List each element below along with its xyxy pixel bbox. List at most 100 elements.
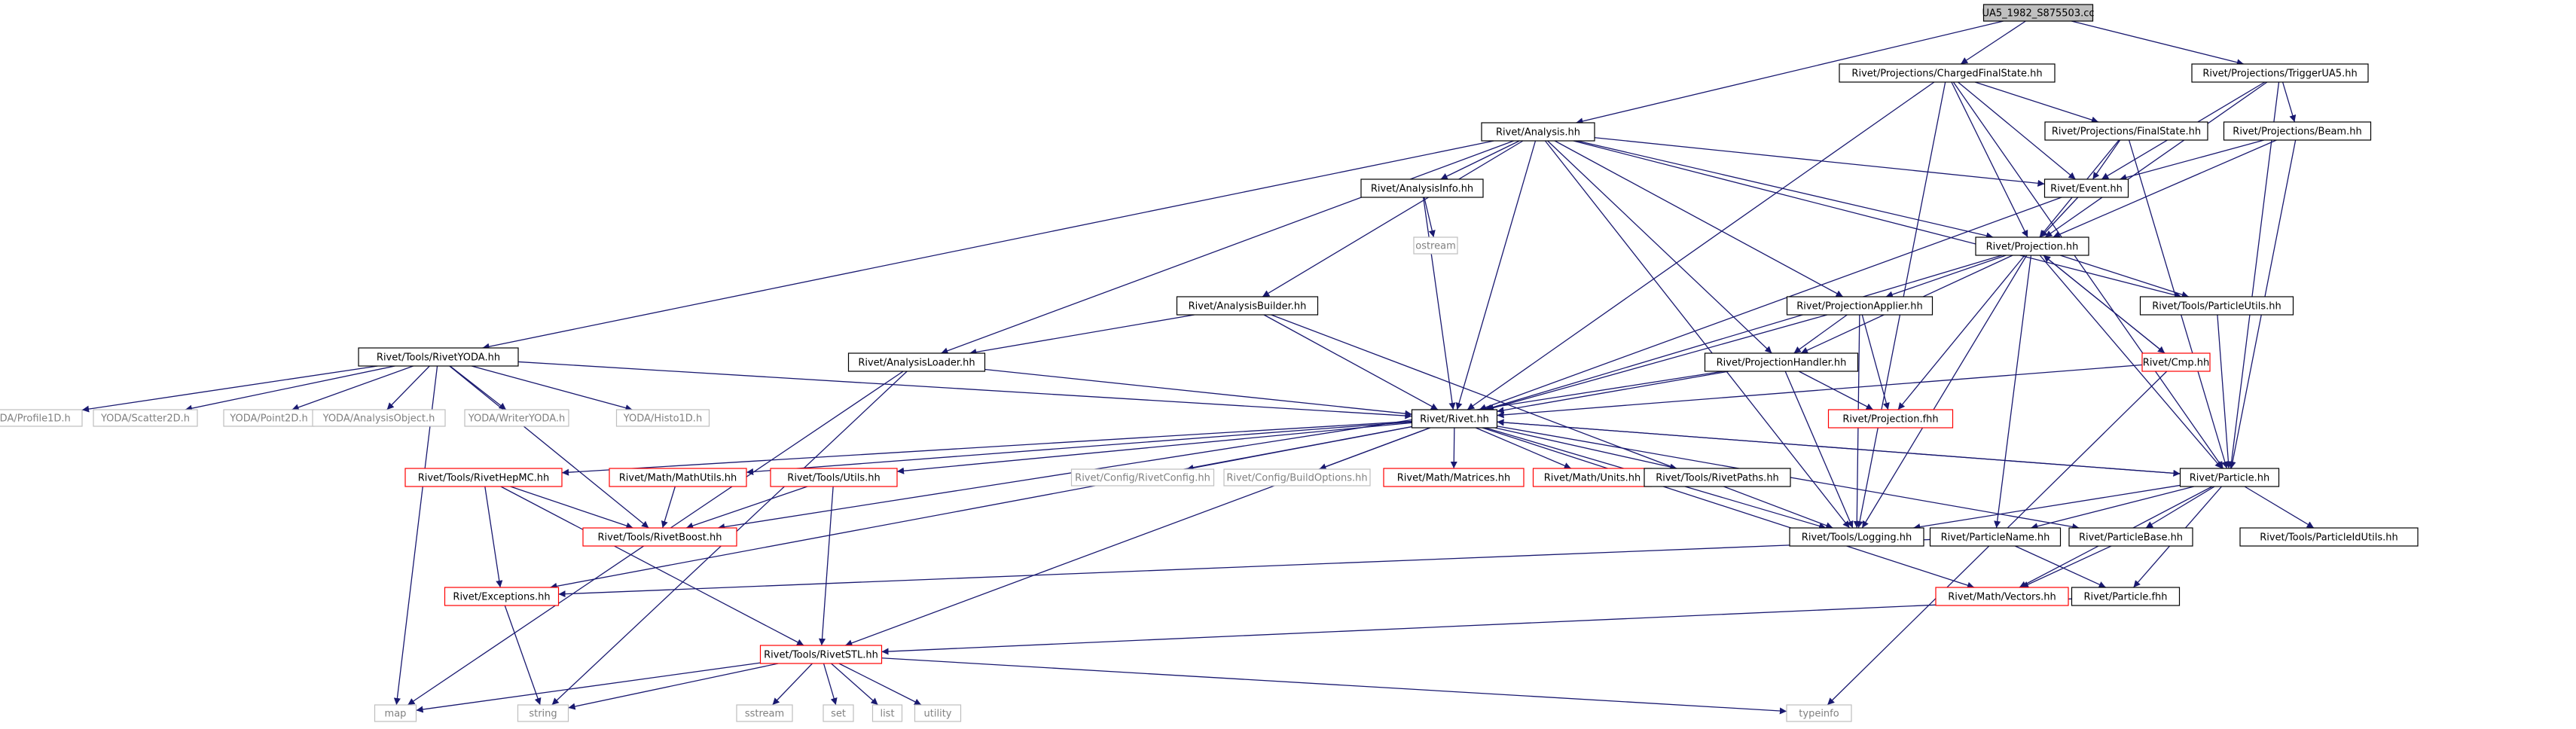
edge-pfhh2-to-stl (881, 598, 2072, 655)
edge-line (1455, 140, 1537, 410)
node-hepmc[interactable]: Rivet/Tools/RivetHepMC.hh (404, 468, 563, 487)
edge-beam-to-projection (2053, 139, 2277, 238)
node-box (2191, 63, 2369, 83)
node-vectors[interactable]: Rivet/Math/Vectors.hh (1935, 587, 2069, 606)
node-ywr: YODA/WriterYODA.h (464, 409, 569, 427)
edge-line (568, 663, 779, 710)
node-box (736, 704, 793, 722)
edge-tua5-to-beam (2281, 81, 2297, 123)
edge-line (2244, 486, 2315, 529)
node-projection[interactable]: Rivet/Projection.hh (1975, 236, 2089, 256)
node-tua5[interactable]: Rivet/Projections/TriggerUA5.hh (2191, 63, 2369, 83)
edge-line (2217, 314, 2232, 469)
edge-line (1475, 427, 1572, 469)
node-event[interactable]: Rivet/Event.hh (2043, 178, 2129, 198)
node-map: map (374, 704, 417, 722)
edge-line (386, 365, 430, 410)
edge-rivet-to-vectors (1482, 427, 1975, 589)
node-cmp[interactable]: Rivet/Cmp.hh (2141, 352, 2211, 372)
node-finalstate[interactable]: Rivet/Projections/FinalState.hh (2044, 121, 2208, 141)
edge-analysis-to-logging (1544, 140, 1851, 529)
edge-line (717, 371, 1724, 531)
node-label: Rivet/Tools/RivetHepMC.hh (418, 473, 550, 484)
edge-event-to-rivet (1479, 197, 2062, 411)
node-label: Rivet/Analysis.hh (1496, 127, 1580, 139)
node-phandler[interactable]: Rivet/ProjectionHandler.hh (1704, 352, 1859, 372)
node-units[interactable]: Rivet/Math/Units.hh (1532, 468, 1653, 487)
edge-line (1994, 255, 2032, 529)
edge-line (1793, 314, 1848, 354)
node-box (2239, 527, 2419, 547)
node-logging[interactable]: Rivet/Tools/Logging.hh (1789, 527, 1924, 547)
edge-hepmc-to-stl (500, 486, 804, 646)
node-root[interactable]: UA5_1982_S875503.cc (1982, 4, 2095, 22)
edge-line (1576, 20, 2004, 125)
edge-line (2092, 139, 2121, 180)
edge-stl-to-set (823, 663, 838, 706)
edge-exceptions-to-string (504, 605, 542, 706)
node-aloader[interactable]: Rivet/AnalysisLoader.hh (847, 352, 986, 372)
node-mathutils[interactable]: Rivet/Math/MathUtils.hh (609, 468, 747, 487)
node-pidutils[interactable]: Rivet/Tools/ParticleIdUtils.hh (2239, 527, 2419, 547)
node-particle[interactable]: Rivet/Particle.hh (2179, 468, 2280, 487)
edge-stl-to-map (416, 662, 761, 713)
edge-line (517, 361, 1412, 419)
node-pbase[interactable]: Rivet/ParticleBase.hh (2068, 527, 2193, 547)
edge-line (2060, 255, 2189, 298)
node-pfhh[interactable]: Rivet/Projection.fhh (1827, 409, 1954, 429)
node-box (1411, 409, 1498, 429)
node-label: sstream (745, 709, 784, 720)
node-box (1839, 63, 2056, 83)
edge-finalstate-to-event (2092, 139, 2121, 180)
node-label: Rivet/AnalysisLoader.hh (858, 358, 975, 369)
node-bconfig: Rivet/Config/BuildOptions.hh (1223, 468, 1371, 487)
edge-line (2039, 255, 2223, 469)
edge-ryoda-to-yao (386, 365, 430, 410)
node-yhist: YODA/Histo1D.h (615, 409, 710, 427)
edge-cfs-to-event (1958, 81, 2076, 180)
edge-rivet-to-paths (1494, 427, 1677, 471)
node-exceptions[interactable]: Rivet/Exceptions.hh (444, 587, 560, 606)
edge-line (1423, 197, 1456, 410)
node-label: Rivet/Tools/ParticleIdUtils.hh (2260, 532, 2398, 544)
node-abuilder[interactable]: Rivet/AnalysisBuilder.hh (1176, 296, 1319, 316)
edge-line (772, 663, 813, 706)
node-rivet[interactable]: Rivet/Rivet.hh (1411, 409, 1498, 429)
node-label: Rivet/Config/RivetConfig.hh (1075, 473, 1210, 484)
node-pfhh2[interactable]: Rivet/Particle.fhh (2071, 587, 2181, 606)
node-ainfo[interactable]: Rivet/AnalysisInfo.hh (1360, 178, 1484, 198)
edge-line (1861, 255, 2028, 529)
edge-stl-to-sstream (772, 663, 813, 706)
edge-ryoda-to-boost (449, 365, 649, 529)
node-label: Rivet/AnalysisBuilder.hh (1189, 301, 1307, 313)
node-paths[interactable]: Rivet/Tools/RivetPaths.hh (1644, 468, 1791, 487)
node-putils[interactable]: Rivet/Tools/ParticleUtils.hh (2139, 296, 2294, 316)
node-utils[interactable]: Rivet/Tools/Utils.hh (770, 468, 898, 487)
edge-line (1263, 314, 1439, 410)
edge-line (1885, 255, 2007, 298)
node-box (1481, 122, 1595, 142)
node-label: set (831, 709, 846, 720)
edge-line (2145, 486, 2215, 529)
node-cfs[interactable]: Rivet/Projections/ChargedFinalState.hh (1839, 63, 2056, 83)
edge-particle-to-pidutils (2244, 486, 2315, 529)
node-matrices[interactable]: Rivet/Math/Matrices.hh (1383, 468, 1525, 487)
node-beam[interactable]: Rivet/Projections/Beam.hh (2223, 121, 2372, 141)
node-box (0, 409, 83, 427)
node-rconfig: Rivet/Config/RivetConfig.hh (1070, 468, 1215, 487)
node-label: Rivet/Cmp.hh (2143, 358, 2209, 369)
node-ryoda[interactable]: Rivet/Tools/RivetYODA.hh (358, 347, 519, 367)
node-boost[interactable]: Rivet/Tools/RivetBoost.hh (582, 527, 737, 547)
node-papplier[interactable]: Rivet/ProjectionApplier.hh (1786, 296, 1934, 316)
node-stl[interactable]: Rivet/Tools/RivetSTL.hh (759, 645, 883, 664)
node-analysis[interactable]: Rivet/Analysis.hh (1481, 122, 1595, 142)
edge-line (845, 427, 1430, 647)
node-pname[interactable]: Rivet/ParticleName.hh (1929, 527, 2062, 547)
edge-event-to-projection (2040, 197, 2079, 238)
edge-line (1576, 140, 1994, 239)
edge-particle-to-pname (2031, 486, 2194, 530)
node-label: Rivet/Event.hh (2050, 184, 2123, 195)
edge-line (1897, 255, 2025, 410)
edge-line (1262, 140, 1524, 297)
node-label: YODA/AnalysisObject.h (322, 413, 435, 425)
